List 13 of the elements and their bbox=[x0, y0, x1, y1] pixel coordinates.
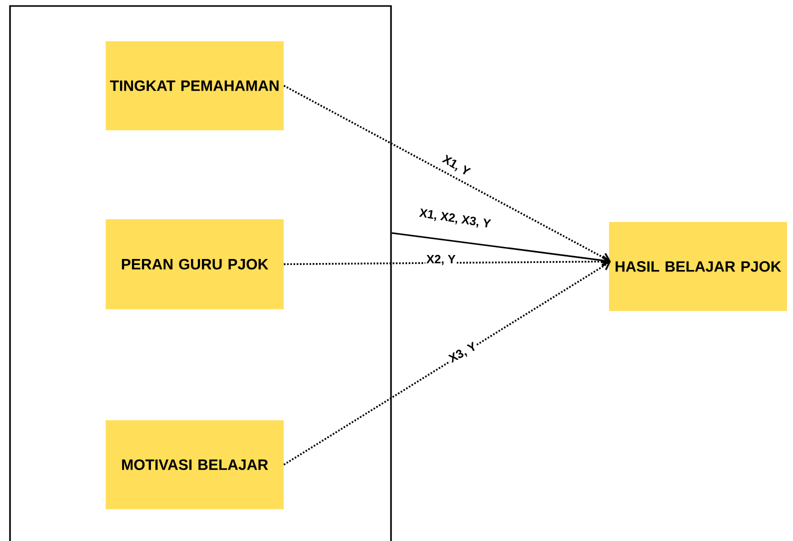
group-frame bbox=[9, 5, 392, 541]
arrow bbox=[283, 84, 611, 262]
arrow bbox=[392, 232, 611, 266]
arrow bbox=[283, 261, 611, 466]
edge-label: X1, X2, X3, Y bbox=[417, 207, 493, 231]
variable-box: PERAN GURU PJOK bbox=[106, 219, 284, 310]
edge-label: X2, Y bbox=[425, 254, 457, 266]
variable-box: MOTIVASI BELAJAR bbox=[106, 420, 284, 510]
variable-box: TINGKAT PEMAHAMAN bbox=[106, 41, 284, 130]
edge-label: X1, Y bbox=[439, 152, 473, 180]
variable-box: HASIL BELAJAR PJOK bbox=[609, 222, 787, 311]
edge-label: X3, Y bbox=[446, 340, 480, 366]
arrow bbox=[284, 256, 611, 267]
